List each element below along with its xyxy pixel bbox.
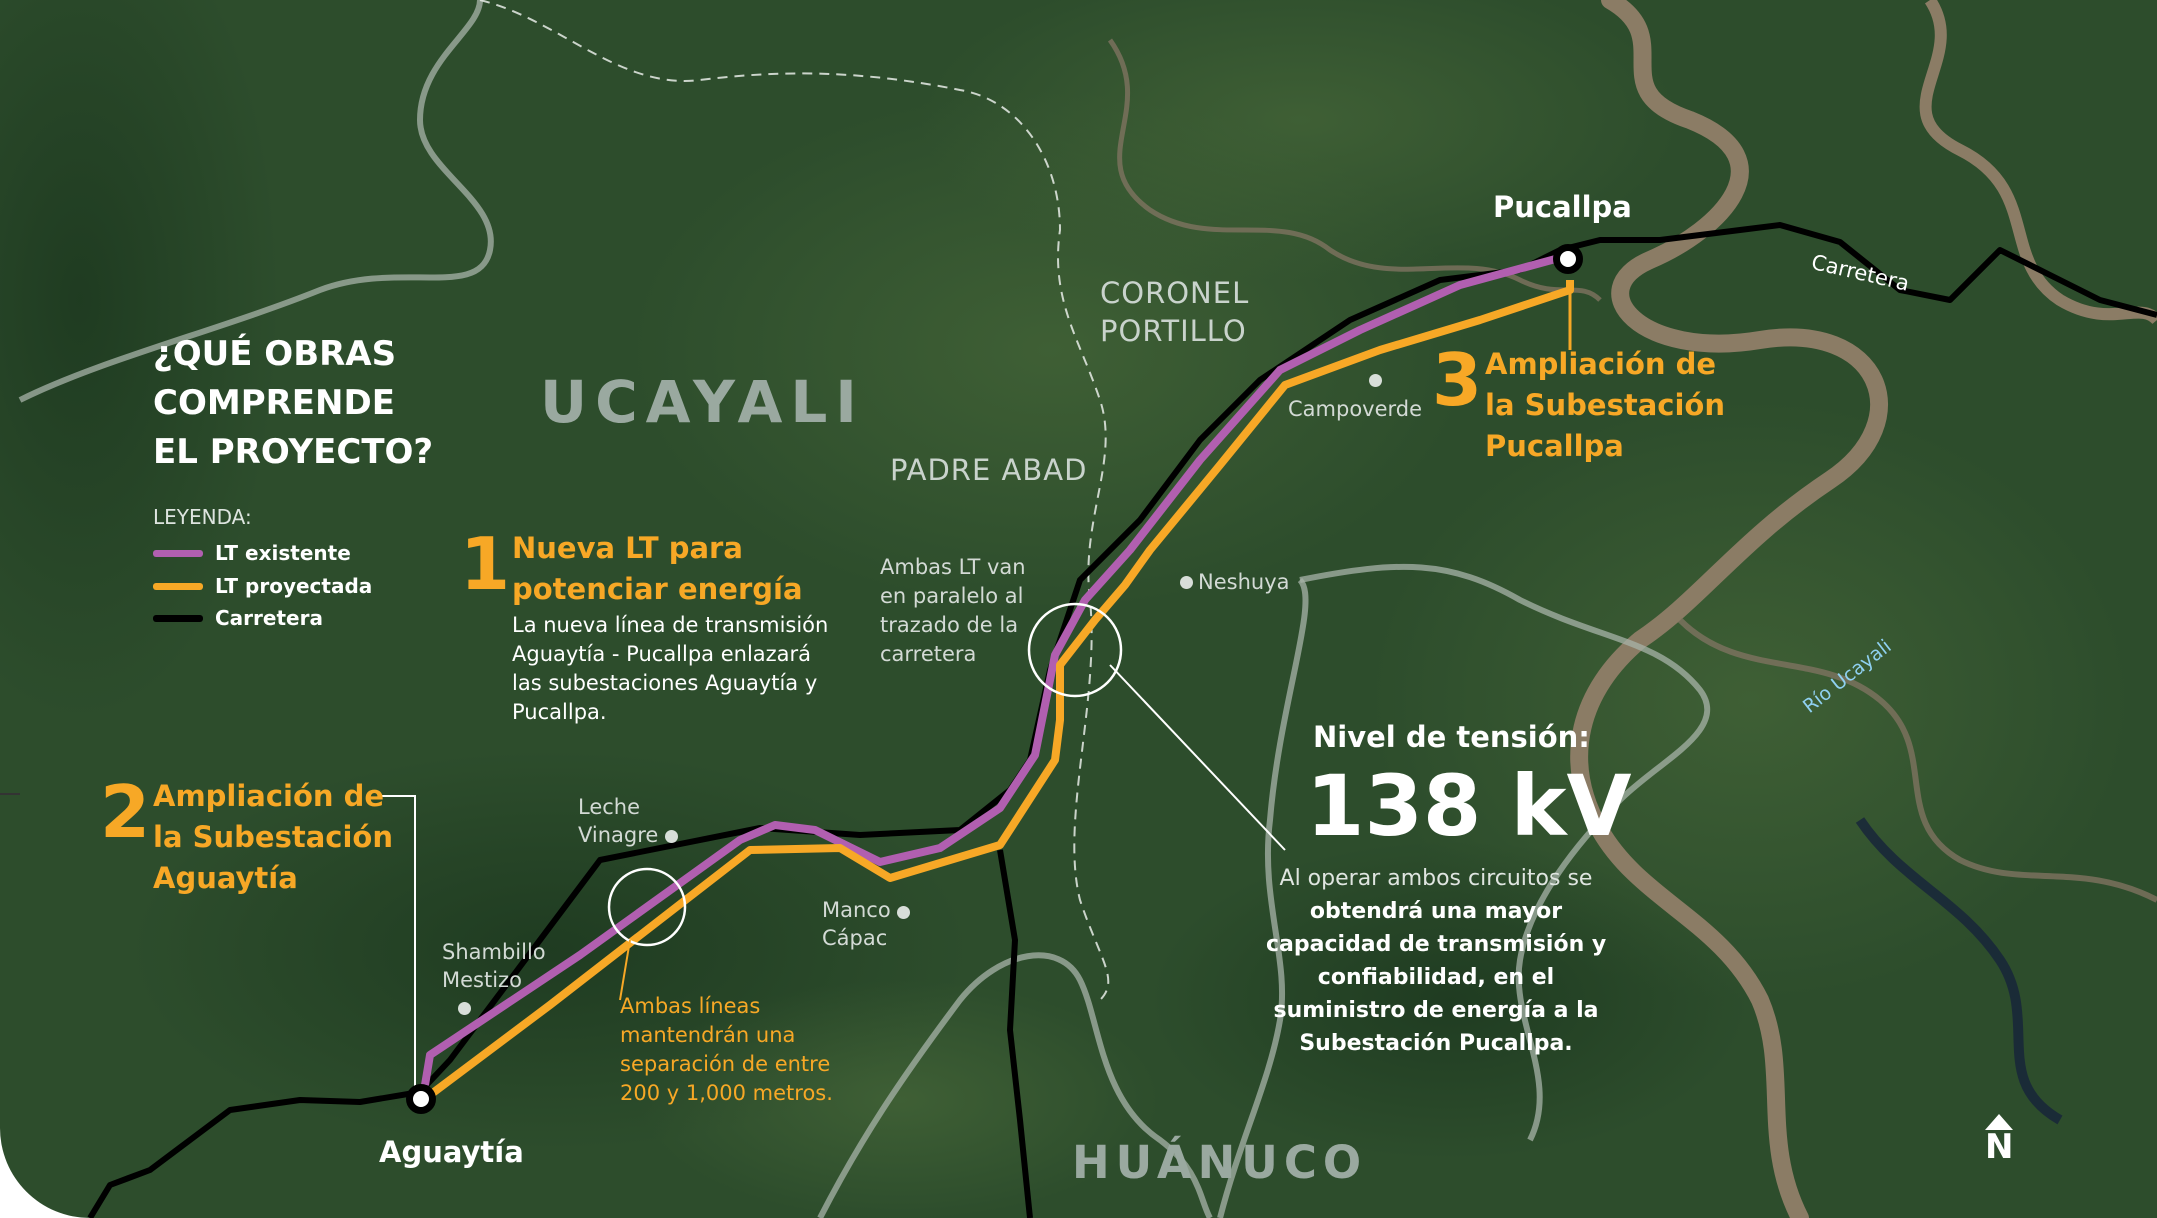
city-aguaytia-marker[interactable] — [406, 1084, 436, 1114]
town-leche-vinagre-marker — [665, 830, 678, 843]
legend-item-carretera: Carretera — [153, 606, 323, 630]
leader-separacion — [619, 939, 631, 1001]
highlight-circle-2 — [607, 867, 687, 947]
city-aguaytia-label[interactable]: Aguaytía — [379, 1135, 524, 1169]
river-small-1 — [1677, 617, 2157, 903]
legend-swatch-carretera — [153, 614, 203, 622]
tension-label: Nivel de tensión: — [1313, 720, 1590, 754]
region-border-south — [817, 952, 1213, 1218]
annotation-separacion: Ambas líneas mantendrán una separación d… — [620, 994, 833, 1105]
region-border-east — [1217, 577, 1309, 1218]
town-manco-capac-marker — [897, 906, 910, 919]
town-campoverde-marker — [1369, 374, 1382, 387]
legend-label: LT proyectada — [215, 574, 373, 598]
river-meander-north — [1919, 0, 2157, 325]
work-1-number: 1 — [460, 522, 511, 606]
province-padre-abad: PADRE ABAD — [890, 453, 1088, 487]
region-border-loop — [1299, 563, 1711, 1142]
work-1-title: Nueva LT para potenciar energía — [512, 531, 803, 606]
region-ucayali: UCAYALI — [540, 368, 865, 436]
legend-swatch-existente — [153, 549, 203, 557]
rio-ucayali — [1570, 0, 1889, 1218]
legend-label: Carretera — [215, 606, 323, 630]
river-small-2 — [1855, 817, 2063, 1125]
work-3-title: Ampliación de la Subestación Pucallpa — [1485, 347, 1725, 463]
legend-label: LT existente — [215, 541, 351, 565]
legend-item-proyectada: LT proyectada — [153, 574, 372, 598]
province-coronel-portillo: CORONEL PORTILLO — [1100, 276, 1250, 348]
leader-2 — [380, 795, 416, 1090]
north-arrow-triangle — [1985, 1114, 2013, 1130]
road — [87, 222, 2157, 1218]
work-3-number: 3 — [1432, 338, 1483, 422]
lt-proyectada — [427, 280, 1574, 1099]
highlight-circle-1 — [1027, 602, 1123, 698]
town-shambillo-mestizo: Shambillo Mestizo — [442, 940, 546, 992]
river-aguaytia — [1107, 38, 1602, 302]
annotation-paralelo: Ambas LT van en paralelo al trazado de l… — [880, 555, 1026, 666]
tension-text: Al operar ambos circuitos se obtendrá un… — [1266, 866, 1607, 1056]
north-arrow-icon: N — [1985, 1114, 2013, 1164]
work-2-title: Ampliación de la Subestación Aguaytía — [153, 779, 393, 895]
town-neshuya-marker — [1180, 576, 1193, 589]
city-pucallpa-marker[interactable] — [1553, 244, 1583, 274]
town-campoverde: Campoverde — [1288, 397, 1423, 421]
work-1-text: La nueva línea de transmisión Aguaytía -… — [512, 613, 829, 724]
legend-swatch-proyectada — [153, 582, 203, 590]
tension-value: 138 kV — [1306, 757, 1632, 855]
page-title: ¿QUÉ OBRAS COMPRENDE EL PROYECTO? — [153, 334, 434, 472]
region-huanuco: HUÁNUCO — [1072, 1136, 1368, 1189]
edge-tick — [0, 793, 20, 795]
legend-heading: LEYENDA: — [153, 505, 252, 529]
road-south — [997, 849, 1033, 1218]
work-2-number: 2 — [100, 770, 151, 854]
province-border — [479, 0, 1110, 1001]
leader-tension — [1109, 664, 1286, 851]
town-neshuya: Neshuya — [1198, 570, 1290, 594]
lt-existente — [421, 251, 1572, 1086]
city-pucallpa-label[interactable]: Pucallpa — [1493, 190, 1632, 224]
town-leche-vinagre: Leche Vinagre — [578, 795, 659, 847]
town-manco-capac: Manco Cápac — [822, 898, 891, 950]
town-shambillo-marker — [458, 1002, 471, 1015]
region-border-north — [18, 0, 494, 403]
legend-item-existente: LT existente — [153, 541, 351, 565]
